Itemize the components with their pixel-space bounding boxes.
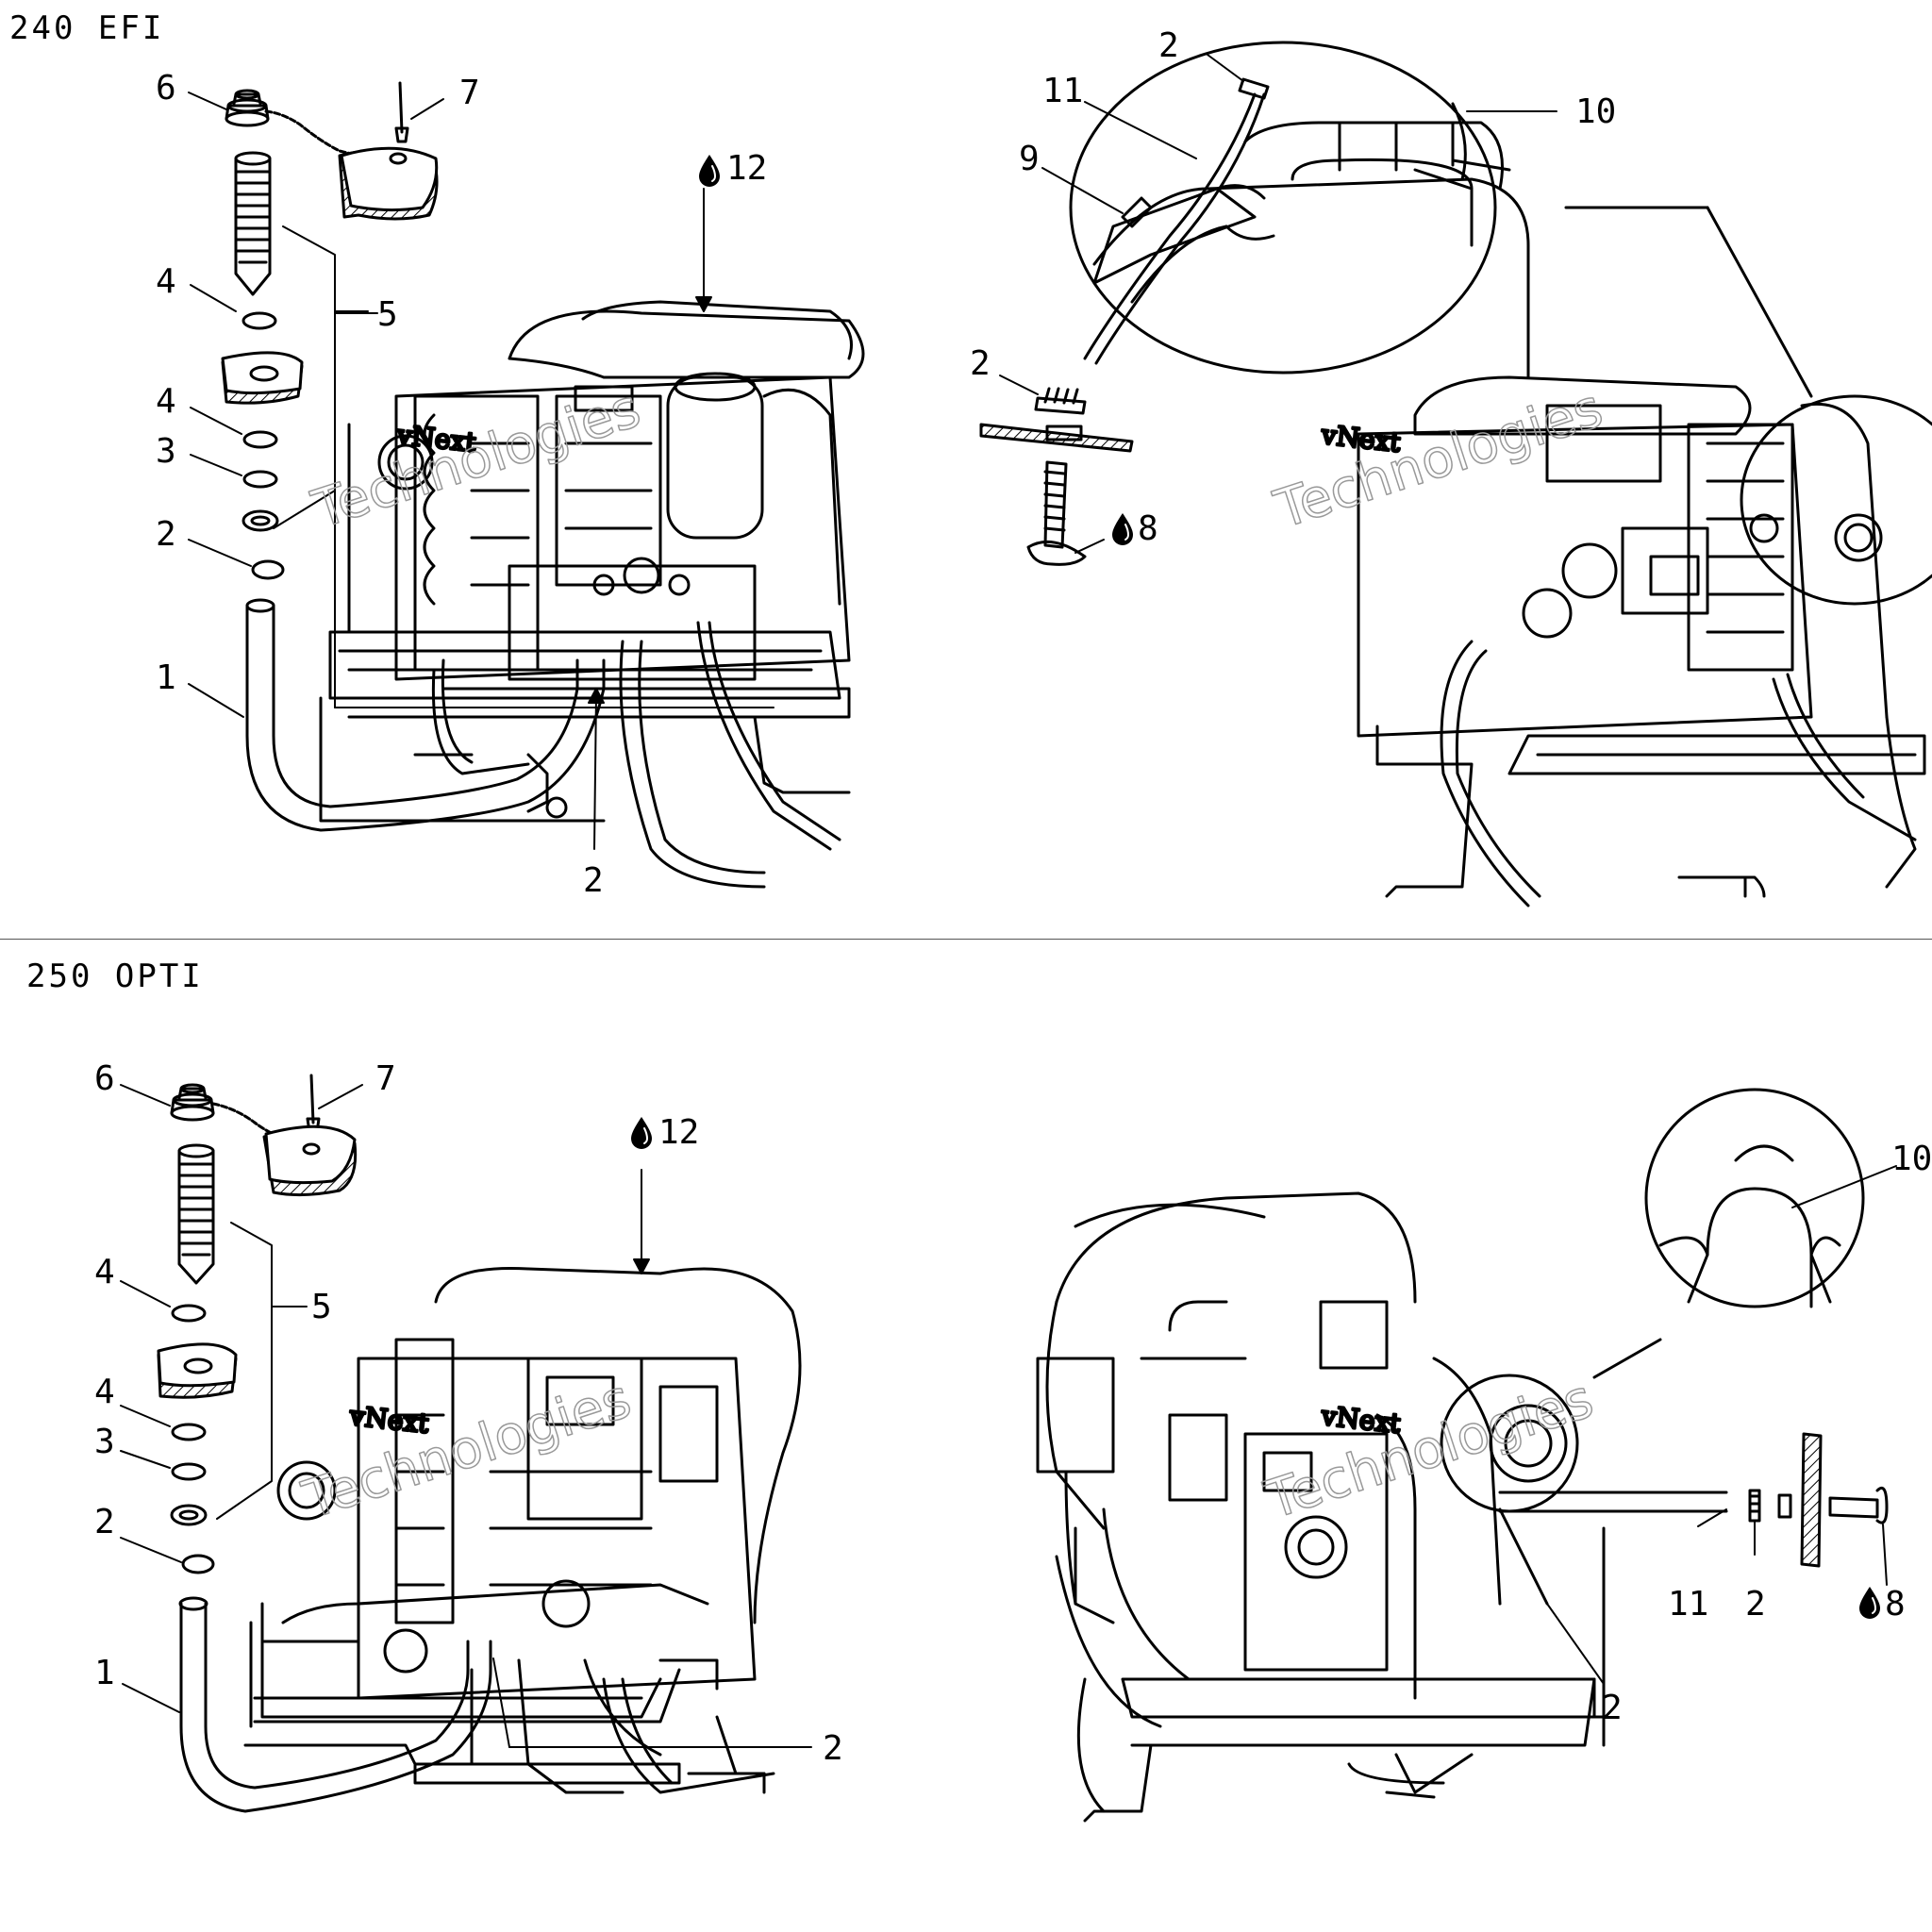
callout-10: 10	[1575, 92, 1616, 131]
section-divider	[0, 939, 1932, 940]
callout-2c: 2	[1158, 26, 1179, 65]
efi-nut	[242, 509, 279, 532]
efi-hose	[245, 604, 606, 832]
callout-2a: 2	[94, 1503, 115, 1541]
callout-5: 5	[377, 295, 398, 334]
callout-11: 11	[1668, 1585, 1708, 1624]
callout-12: 12	[726, 149, 767, 188]
efi-washer-4b	[242, 430, 278, 449]
opti-detail	[1036, 1088, 1889, 1823]
callout-11: 11	[1042, 72, 1083, 110]
callout-3: 3	[156, 432, 176, 471]
callout-2b: 2	[823, 1729, 843, 1768]
section-title-250-opti: 250 OPTI	[26, 958, 204, 995]
callout-4a: 4	[156, 262, 176, 301]
efi-engine-illustration	[319, 300, 865, 889]
efi-right-leaders	[999, 54, 1557, 554]
callout-8: 8	[1138, 509, 1158, 548]
callout-4b: 4	[94, 1373, 115, 1411]
callout-7: 7	[375, 1059, 396, 1098]
section-title-240-efi: 240 EFI	[9, 9, 165, 47]
oil-drop-icon	[1110, 511, 1135, 547]
callout-9: 9	[1019, 140, 1040, 178]
efi-filler-neck	[234, 151, 272, 296]
callout-2d: 2	[970, 344, 991, 383]
opti-engine-illustration	[243, 1266, 812, 1794]
callout-12: 12	[658, 1113, 699, 1152]
efi-fitting	[979, 387, 1134, 566]
efi-leaders	[188, 92, 712, 850]
callout-7: 7	[459, 74, 480, 112]
callout-2d: 2	[1602, 1689, 1623, 1727]
callout-2b: 2	[583, 861, 604, 900]
callout-5: 5	[311, 1288, 332, 1326]
opti-right-leaders	[1546, 1165, 1897, 1685]
efi-callouts: 6 7 12 4 5 4 3 2 1 2 2 11 10 9 2 8	[156, 26, 1616, 900]
svg-text:Technologies: Technologies	[305, 377, 647, 541]
callout-4a: 4	[94, 1253, 115, 1291]
efi-clamp	[251, 559, 285, 580]
efi-rivet	[394, 81, 409, 143]
efi-detail-inset	[979, 41, 1813, 566]
oil-drop-icon	[629, 1115, 654, 1151]
efi-washer-3	[242, 470, 278, 489]
svg-text:Technologies: Technologies	[295, 1368, 638, 1531]
efi-washer-4a	[242, 311, 277, 330]
callout-4b: 4	[156, 382, 176, 421]
callout-2c: 2	[1745, 1585, 1766, 1624]
efi-fill-assembly	[221, 81, 606, 832]
opti-callouts: 6 7 12 4 5 4 3 2 1 2 10 11 2 8 2	[94, 1059, 1932, 1768]
callout-3: 3	[94, 1423, 115, 1461]
opti-leaders	[120, 1084, 650, 1713]
callout-6: 6	[156, 69, 176, 108]
callout-10: 10	[1891, 1140, 1932, 1178]
efi-gasket	[221, 351, 304, 395]
callout-1: 1	[156, 658, 176, 697]
svg-text:Technologies: Technologies	[1267, 377, 1609, 541]
efi-engine-rear	[1357, 375, 1932, 908]
callout-1: 1	[94, 1654, 115, 1692]
oil-drop-icon	[697, 153, 722, 189]
callout-8: 8	[1885, 1585, 1906, 1624]
callout-2a: 2	[156, 515, 176, 554]
oil-drop-icon	[1857, 1585, 1882, 1621]
callout-6: 6	[94, 1059, 115, 1098]
